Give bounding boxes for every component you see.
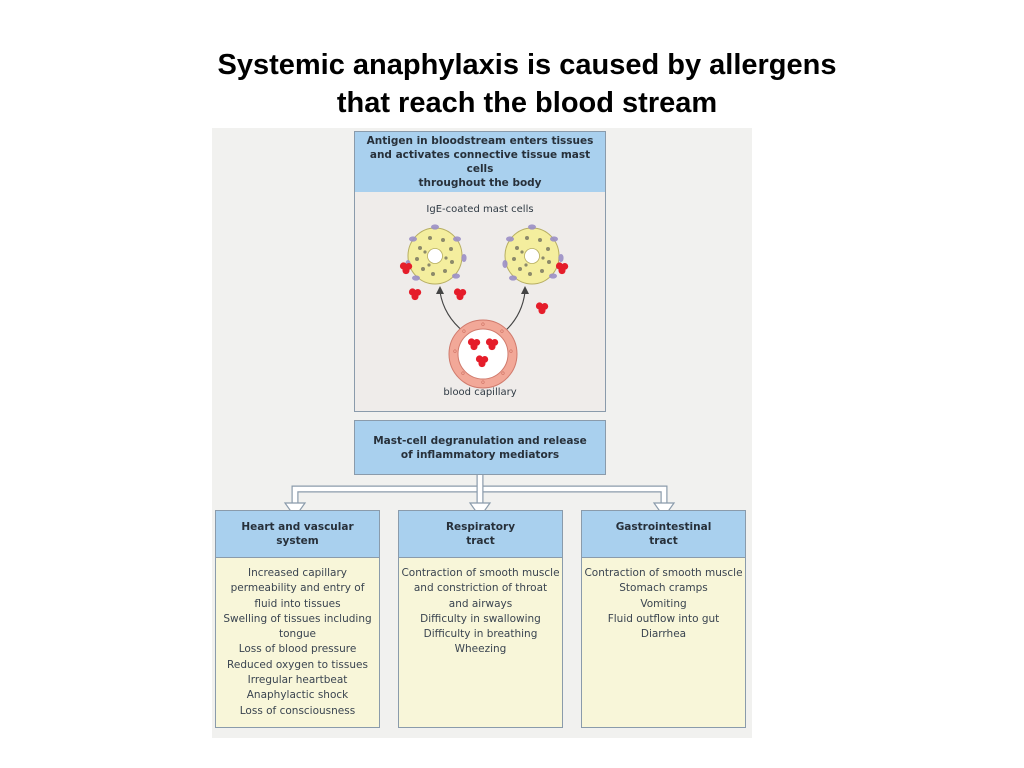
effect-item: Reduced oxygen to tissues [227, 658, 368, 671]
svg-text:o: o [501, 370, 505, 377]
svg-text:o: o [462, 328, 466, 335]
svg-text:o: o [509, 348, 513, 355]
mast-cell-right [501, 223, 565, 285]
antigen-entry-line: throughout the body [418, 177, 542, 189]
gastrointestinal-effects: Contraction of smooth muscle Stomach cra… [581, 558, 746, 728]
antigen-entry-line: and activates connective tissue mast cel… [369, 149, 591, 175]
capillary-label: blood capillary [443, 387, 517, 398]
effect-item: Loss of blood pressure [238, 643, 357, 656]
column-header-line: Respiratory [445, 521, 516, 533]
column-header-line: system [276, 535, 319, 547]
respiratory-effects: Contraction of smooth muscle and constri… [398, 558, 563, 728]
effect-item: Loss of consciousness [239, 704, 356, 717]
effect-item: fluid into tissues [254, 597, 341, 610]
effect-item: Swelling of tissues including [223, 612, 372, 625]
effect-item: tongue [279, 628, 316, 641]
effect-item: Difficulty in swallowing [420, 612, 541, 625]
diagram-figure: Antigen in bloodstream enters tissues an… [212, 128, 752, 738]
heart-vascular-header: Heart and vascular system [215, 510, 380, 558]
antigen [555, 262, 569, 275]
mast-cell-left [404, 223, 468, 285]
svg-text:o: o [461, 370, 465, 377]
column-header-line: Gastrointestinal [615, 521, 712, 533]
respiratory-header: Respiratory tract [398, 510, 563, 558]
effect-item: permeability and entry of [230, 582, 365, 595]
effect-item: Anaphylactic shock [246, 689, 349, 702]
title-line-1: Systemic anaphylaxis is caused by allerg… [217, 49, 837, 81]
effect-item: Wheezing [454, 643, 507, 656]
svg-text:o: o [453, 348, 457, 355]
antigen-entry-line: Antigen in bloodstream enters tissues [366, 135, 594, 147]
heart-vascular-effects: Increased capillary permeability and ent… [215, 558, 380, 728]
effect-item: and constriction of throat [413, 582, 548, 595]
mast-cell-illustration: o o o o o o o o [283, 223, 676, 519]
svg-text:o: o [500, 328, 504, 335]
effect-item: Diarrhea [640, 628, 687, 641]
effect-item: Vomiting [640, 597, 687, 610]
effect-item: Fluid outflow into gut [607, 612, 720, 625]
column-header-line: Heart and vascular [241, 521, 354, 533]
column-header-line: tract [466, 535, 495, 547]
branch-arrows [283, 475, 676, 519]
blood-capillary: o o o o o o o o [448, 319, 518, 389]
effect-item: and airways [448, 597, 513, 610]
antigen-entry-box: Antigen in bloodstream enters tissues an… [354, 131, 606, 193]
column-header-line: tract [649, 535, 678, 547]
antigen [408, 288, 422, 301]
antigen [453, 288, 467, 301]
effect-item: Contraction of smooth muscle [401, 567, 560, 579]
svg-text:o: o [481, 321, 485, 328]
mast-cells-label: IgE-coated mast cells [426, 204, 534, 215]
effect-item: Difficulty in breathing [423, 628, 538, 641]
title-line-2: that reach the blood stream [336, 87, 718, 119]
slide-title: Systemic anaphylaxis is caused by allerg… [112, 46, 942, 122]
svg-text:o: o [481, 379, 485, 386]
degranulation-line: Mast-cell degranulation and release [373, 434, 587, 447]
degranulation-box: Mast-cell degranulation and release of i… [354, 420, 606, 475]
arrow-to-right-mast-cell [503, 291, 526, 333]
effect-item: Stomach cramps [619, 582, 708, 595]
antigen [399, 262, 413, 275]
effect-item: Irregular heartbeat [247, 674, 348, 687]
antigen [535, 302, 549, 315]
effect-item: Increased capillary [247, 567, 348, 579]
gastrointestinal-header: Gastrointestinal tract [581, 510, 746, 558]
degranulation-line: of inflammatory mediators [400, 448, 560, 461]
effect-item: Contraction of smooth muscle [584, 567, 743, 579]
